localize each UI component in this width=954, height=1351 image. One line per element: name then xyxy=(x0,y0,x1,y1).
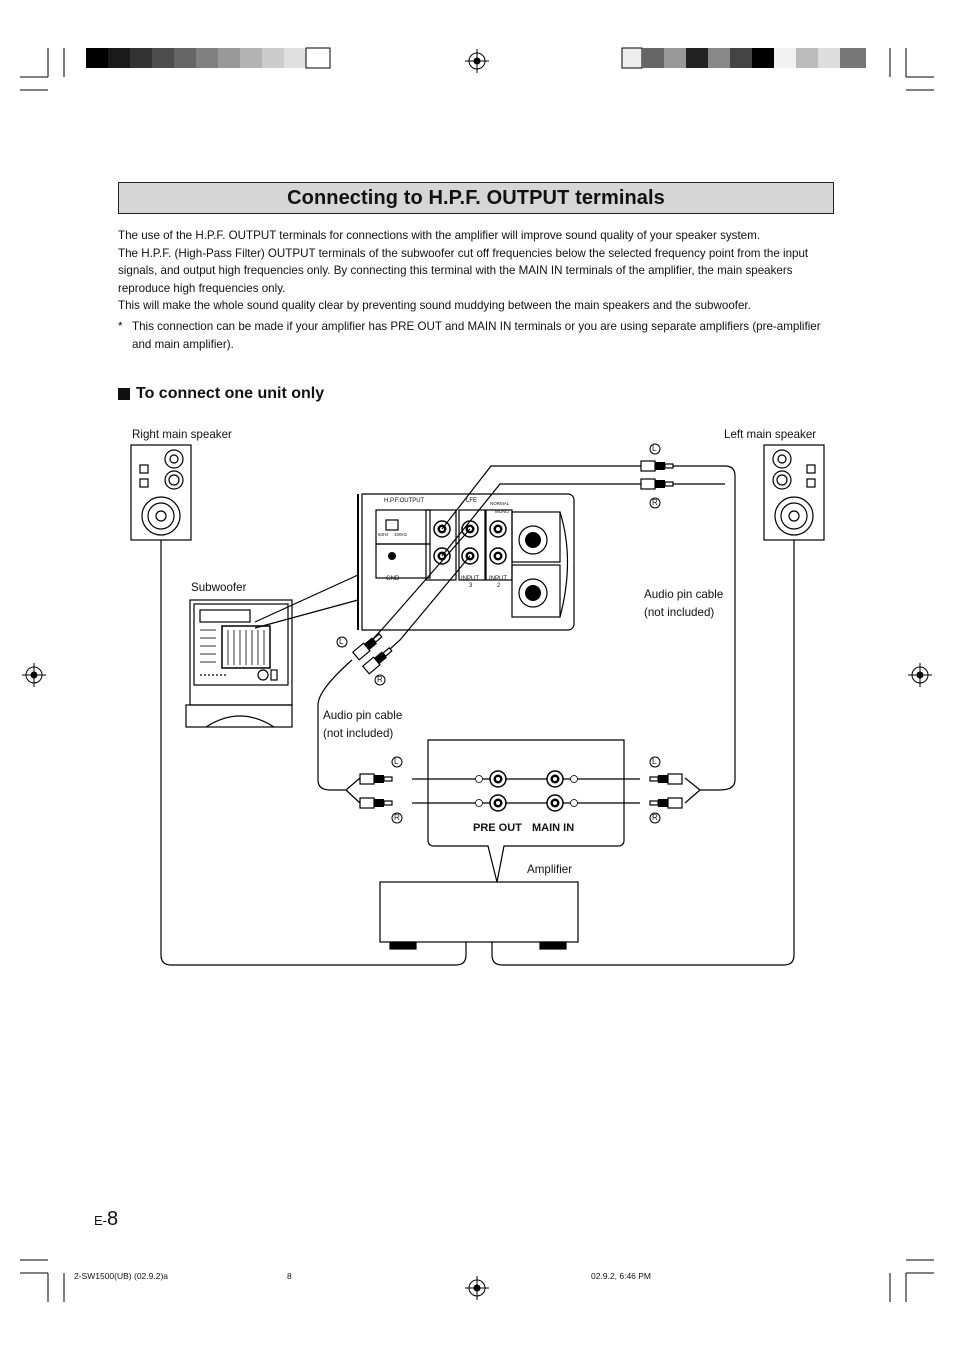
intro-paragraph: The H.P.F. (High-Pass Filter) OUTPUT ter… xyxy=(118,246,809,295)
cable-right-label-line1: Audio pin cable xyxy=(644,588,724,601)
right-channel-marker: R xyxy=(394,813,400,822)
subwoofer-label: Subwoofer xyxy=(191,581,247,594)
amplifier xyxy=(379,881,579,950)
lfe-label: LFE xyxy=(466,498,478,504)
amplifier-terminals xyxy=(412,739,640,883)
right-main-speaker xyxy=(130,444,192,541)
color-bar-left xyxy=(86,47,331,69)
input2-label: INPUT xyxy=(489,576,507,582)
page-prefix: E- xyxy=(94,1213,107,1228)
input3-label: INPUT xyxy=(461,576,479,582)
cable-right-label-line2: (not included) xyxy=(644,606,715,619)
left-channel-marker: L xyxy=(652,757,657,766)
section-title-box: Connecting to H.P.F. OUTPUT terminals xyxy=(118,182,834,214)
intro-text: The use of the H.P.F. OUTPUT terminals f… xyxy=(118,227,838,315)
subwoofer xyxy=(185,599,293,728)
pre-out-label: PRE OUT xyxy=(473,822,522,834)
right-channel-marker: R xyxy=(652,813,658,822)
cable-left-label-line2: (not included) xyxy=(323,727,394,740)
subheading: To connect one unit only xyxy=(118,384,324,404)
registration-target-icon xyxy=(22,49,932,1300)
left-main-speaker xyxy=(763,444,825,541)
amplifier-label: Amplifier xyxy=(527,863,573,876)
freq-60-label: 60Hz xyxy=(378,532,389,537)
normal-label: NORMAL xyxy=(490,501,510,506)
left-channel-marker: L xyxy=(652,444,657,453)
left-channel-marker: L xyxy=(339,637,344,646)
left-main-speaker-label: Left main speaker xyxy=(724,428,817,441)
freq-100-label: 100Hz xyxy=(394,532,408,537)
left-channel-marker: L xyxy=(394,757,399,766)
intro-paragraph: The use of the H.P.F. OUTPUT terminals f… xyxy=(118,229,761,242)
note-text: This connection can be made if your ampl… xyxy=(132,320,821,351)
footnote: * This connection can be made if your am… xyxy=(118,318,838,353)
cable-left-label-line1: Audio pin cable xyxy=(323,709,403,722)
subheading-text: To connect one unit only xyxy=(136,385,325,402)
right-channel-marker: R xyxy=(652,498,658,507)
input2-number: 2 xyxy=(497,583,501,589)
page-title: Connecting to H.P.F. OUTPUT terminals xyxy=(287,186,665,209)
intro-paragraph: This will make the whole sound quality c… xyxy=(118,299,751,313)
input3-number: 3 xyxy=(469,583,473,589)
footer-datetime: 02.9.2, 6:46 PM xyxy=(591,1271,652,1281)
subwoofer-rear-panel xyxy=(357,493,575,631)
square-bullet-icon xyxy=(118,388,130,400)
footer-page: 8 xyxy=(287,1271,292,1281)
color-bar-right xyxy=(621,47,866,69)
right-main-speaker-label: Right main speaker xyxy=(132,428,232,441)
page-number: E-8 xyxy=(94,1208,118,1231)
hpf-output-label: H.P.F.OUTPUT xyxy=(384,498,425,504)
note-marker: * xyxy=(118,320,123,333)
gnd-label: GND xyxy=(386,576,400,582)
main-in-label: MAIN IN xyxy=(532,822,575,834)
right-channel-marker: R xyxy=(377,675,383,684)
mono-label: MONO xyxy=(495,509,509,514)
footer-code: 2-SW1500(UB) (02.9.2)a xyxy=(74,1271,169,1281)
page-number-value: 8 xyxy=(107,1208,119,1230)
